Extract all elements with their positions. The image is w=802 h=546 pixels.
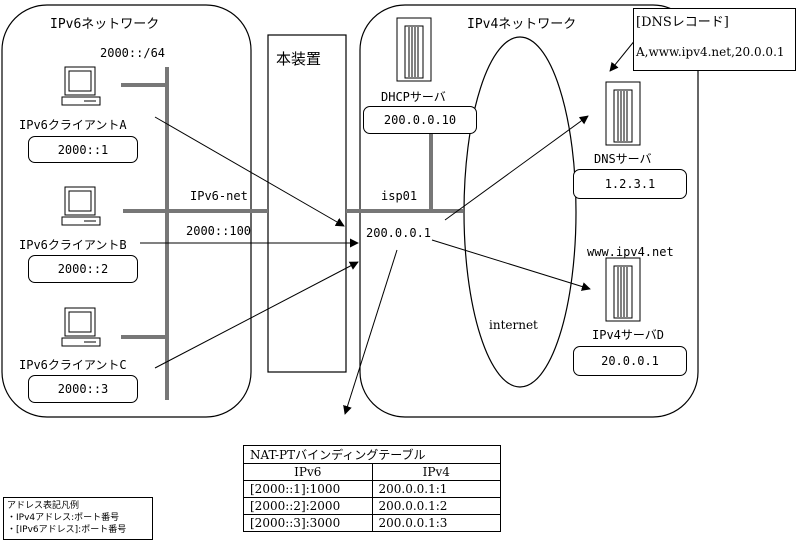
dhcp-address: 200.0.0.10 (383, 113, 457, 127)
arrow-to-ipv4-server (431, 239, 591, 291)
client-c-name: IPv6クライアントC (19, 358, 127, 372)
nat-table-header-ipv6: IPv6 (243, 463, 373, 481)
legend-ipv6: ・[IPv6アドレス]:ポート番号 (7, 525, 127, 535)
isp01-label: isp01 (381, 189, 418, 203)
dns-record-title: [DNSレコード] (636, 15, 729, 30)
pc-icon (61, 66, 101, 106)
dns-address-box: 1.2.3.1 (573, 169, 687, 199)
client-b-name: IPv6クライアントB (19, 238, 127, 252)
ipv6-net-label: IPv6-net (190, 189, 248, 203)
arrow-client-c (154, 261, 359, 369)
nat-cell: 200.0.0.1:2 (371, 497, 501, 515)
client-a-address: 2000::1 (57, 142, 109, 157)
dhcp-address-box: 200.0.0.10 (363, 106, 477, 134)
client-b-address: 2000::2 (57, 262, 109, 276)
internet-cloud (463, 36, 577, 388)
device-ipv4-address: 200.0.0.1 (366, 226, 432, 240)
arrow-to-nat-table (343, 249, 398, 415)
dns-record-box: [DNSレコード] A,www.ipv4.net,20.0.0.1 (633, 8, 796, 71)
ipv6-network-title: IPv6ネットワーク (50, 17, 160, 32)
nat-table-title: NAT-PTバインディングテーブル (243, 445, 501, 464)
internet-label: internet (489, 318, 538, 332)
device-ipv6-address: 2000::100 (186, 224, 252, 238)
nat-cell: 200.0.0.1:3 (371, 514, 501, 532)
client-b-address-box: 2000::2 (28, 255, 138, 283)
nat-cell: [2000::2]:2000 (243, 497, 373, 515)
client-a-address-box: 2000::1 (28, 136, 138, 163)
table-row: [2000::3]:3000 200.0.0.1:3 (243, 514, 501, 532)
device-box (267, 34, 347, 373)
nat-cell: [2000::1]:1000 (243, 480, 373, 498)
client-c-address-box: 2000::3 (28, 375, 138, 403)
client-a-name: IPv6クライアントA (19, 118, 127, 132)
nat-cell: [2000::3]:3000 (243, 514, 373, 532)
arrow-client-a (154, 116, 345, 227)
client-c-address: 2000::3 (57, 382, 109, 396)
address-legend: アドレス表記凡例 ・IPv4アドレス:ポート番号 ・[IPv6アドレス]:ポート… (3, 497, 153, 540)
dns-record-entry: A,www.ipv4.net,20.0.0.1 (636, 45, 785, 59)
legend-ipv4: ・IPv4アドレス:ポート番号 (7, 513, 120, 523)
server-icon (396, 17, 432, 82)
pc-icon (61, 186, 101, 226)
dns-server-name: DNSサーバ (594, 152, 652, 166)
server-icon (605, 257, 641, 322)
ipv4-server-name: IPv4サーバD (592, 328, 665, 342)
dhcp-server-name: DHCPサーバ (381, 90, 446, 104)
ipv6-prefix: 2000::/64 (100, 46, 166, 60)
ipv4-network-title: IPv4ネットワーク (467, 17, 577, 32)
dns-address: 1.2.3.1 (604, 177, 656, 191)
pc-icon (61, 307, 101, 347)
table-row: [2000::2]:2000 200.0.0.1:2 (243, 497, 501, 515)
server-icon (605, 81, 641, 146)
device-title: 本装置 (276, 50, 322, 68)
ipv4-server-hostname: www.ipv4.net (587, 245, 674, 259)
table-row: [2000::1]:1000 200.0.0.1:1 (243, 480, 501, 498)
ipv4-server-address-box: 20.0.0.1 (573, 346, 687, 376)
ipv4-server-address: 20.0.0.1 (601, 354, 659, 368)
nat-cell: 200.0.0.1:1 (371, 480, 501, 498)
legend-title: アドレス表記凡例 (7, 501, 80, 511)
nat-table-header-ipv4: IPv4 (371, 463, 501, 481)
arrow-to-dns (444, 115, 589, 221)
nat-pt-table: NAT-PTバインディングテーブル IPv6 IPv4 [2000::1]:10… (243, 445, 501, 532)
